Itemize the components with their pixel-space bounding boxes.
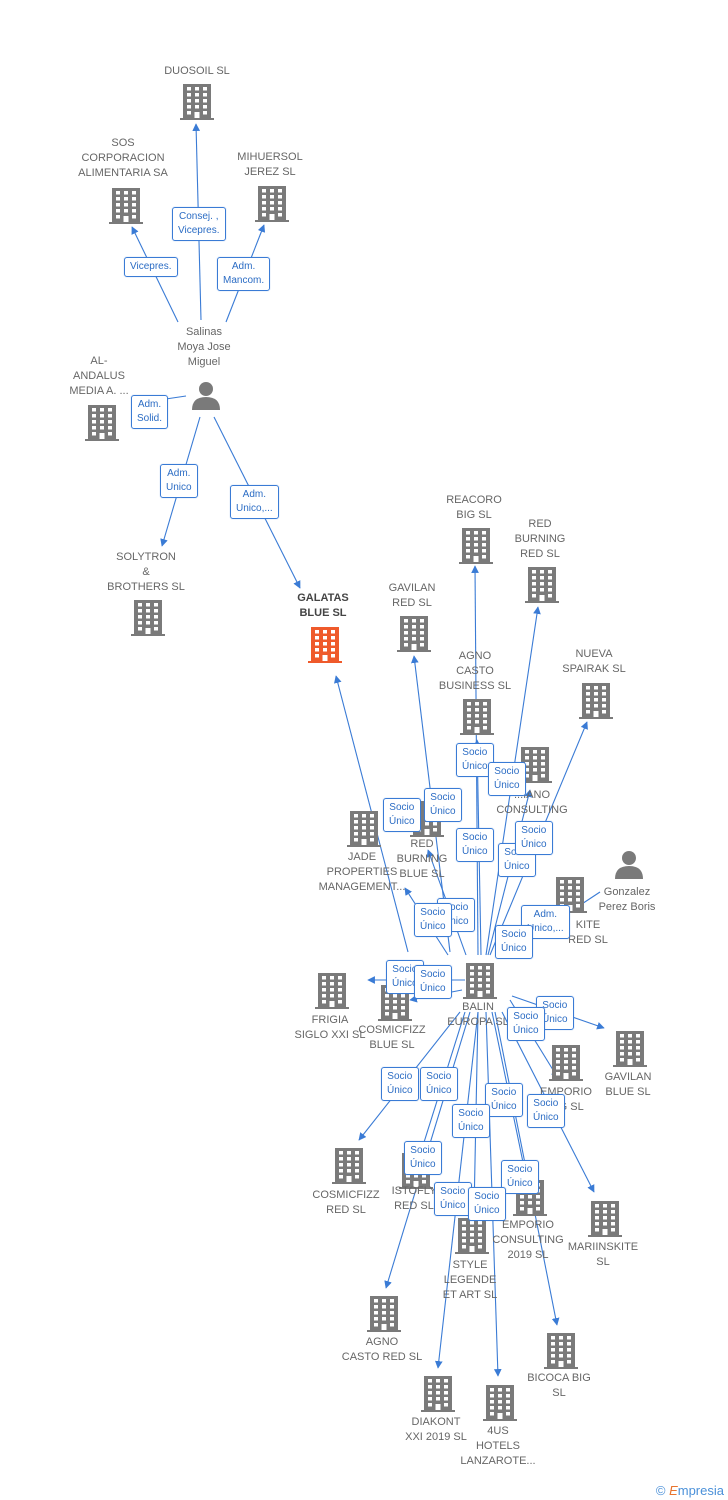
relation-label-salinas-sos[interactable]: Vicepres. bbox=[124, 257, 178, 277]
relation-label-balin-jade[interactable]: Socio Único bbox=[414, 903, 452, 937]
node-label-jade[interactable]: JADE PROPERTIES MANAGEMENT... bbox=[318, 851, 406, 893]
node-label-alandalus[interactable]: AL- ANDALUS MEDIA A. ... bbox=[69, 355, 129, 397]
node-label-gavilanblue[interactable]: GAVILAN BLUE SL bbox=[604, 1071, 652, 1098]
node-label-solytron[interactable]: SOLYTRON & BROTHERS SL bbox=[107, 551, 185, 593]
relation-label-balin-galatas[interactable]: Socio Único bbox=[383, 798, 421, 832]
building-icon-jade[interactable] bbox=[347, 811, 381, 847]
building-icon-cosmicfizzred[interactable] bbox=[332, 1148, 366, 1184]
relation-label-balin-emporiobig[interactable]: Socio Único bbox=[507, 1007, 545, 1041]
relation-label-salinas-solytron[interactable]: Adm. Unico bbox=[160, 464, 198, 498]
node-label-istoflyred[interactable]: ISTOFLY RED SL bbox=[391, 1185, 437, 1212]
node-label-cosmicfizzblue[interactable]: COSMICFIZZ BLUE SL bbox=[358, 1024, 426, 1051]
relation-label-balin-agnocasto[interactable]: Socio Único bbox=[488, 762, 526, 796]
relation-label-salinas-alandalus[interactable]: Adm. Solid. bbox=[131, 395, 169, 429]
building-icon-agnocasto[interactable] bbox=[460, 699, 494, 735]
node-label-galatas[interactable]: GALATAS BLUE SL bbox=[297, 592, 349, 619]
brand-initial: E bbox=[669, 1483, 678, 1498]
building-icon-balin[interactable] bbox=[463, 963, 497, 999]
relation-label-salinas-mihuersol[interactable]: Adm. Mancom. bbox=[217, 257, 271, 291]
relation-label-balin-kitered[interactable]: Socio Único bbox=[495, 925, 533, 959]
relation-label-balin-nuevaspairak[interactable]: Socio Único bbox=[515, 821, 553, 855]
relation-label-balin-diakont[interactable]: Socio Único bbox=[434, 1182, 472, 1216]
building-icon-redburning[interactable] bbox=[525, 567, 559, 603]
relation-label-balin-mariinskite[interactable]: Socio Único bbox=[527, 1094, 565, 1128]
node-label-kitered[interactable]: KITE RED SL bbox=[568, 919, 608, 946]
node-label-bicoca[interactable]: BICOCA BIG SL bbox=[527, 1372, 591, 1399]
node-label-redburning[interactable]: RED BURNING RED SL bbox=[514, 518, 566, 560]
relation-label-balin-stiano[interactable]: Socio Único bbox=[456, 828, 494, 862]
building-icon-duosoil[interactable] bbox=[180, 84, 214, 120]
copyright-footer: © Empresia bbox=[656, 1483, 724, 1498]
relation-label-balin-stylelegende[interactable]: Socio Único bbox=[452, 1104, 490, 1138]
relation-label-balin-emporioconsulting[interactable]: Socio Único bbox=[485, 1083, 523, 1117]
node-label-diakont[interactable]: DIAKONT XXI 2019 SL bbox=[405, 1416, 467, 1443]
building-icon-gavilanblue[interactable] bbox=[613, 1031, 647, 1067]
node-label-stylelegende[interactable]: STYLE LEGENDE ET ART SL bbox=[442, 1259, 498, 1301]
node-label-reacoro[interactable]: REACORO BIG SL bbox=[446, 494, 502, 521]
relation-label-salinas-duosoil[interactable]: Consej. , Vicepres. bbox=[172, 207, 226, 241]
node-label-emporioconsulting[interactable]: EMPORIO CONSULTING 2019 SL bbox=[492, 1219, 564, 1261]
icons-layer bbox=[85, 84, 647, 1421]
node-label-balin[interactable]: BALIN EUROPA SL bbox=[447, 1001, 509, 1028]
relation-label-balin-bicoca[interactable]: Socio Único bbox=[501, 1160, 539, 1194]
relation-label-balin-reacoro[interactable]: Socio Único bbox=[456, 743, 494, 777]
node-label-sos[interactable]: SOS CORPORACION ALIMENTARIA SA bbox=[78, 137, 168, 179]
node-label-duosoil[interactable]: DUOSOIL SL bbox=[164, 65, 230, 77]
relation-label-balin-4us[interactable]: Socio Único bbox=[468, 1187, 506, 1221]
building-icon-gavilanred[interactable] bbox=[397, 616, 431, 652]
relation-label-balin-agnocastored[interactable]: Socio Único bbox=[404, 1141, 442, 1175]
building-icon-solytron[interactable] bbox=[131, 600, 165, 636]
building-icon-nuevaspairak[interactable] bbox=[579, 683, 613, 719]
relation-label-balin-cosmicfizzblue[interactable]: Socio Único bbox=[414, 965, 452, 999]
node-label-cosmicfizzred[interactable]: COSMICFIZZ RED SL bbox=[312, 1189, 380, 1216]
building-icon-reacoro[interactable] bbox=[459, 528, 493, 564]
building-icon-frigia[interactable] bbox=[315, 973, 349, 1009]
building-icon-sos[interactable] bbox=[109, 188, 143, 224]
node-label-agnocastored[interactable]: AGNO CASTO RED SL bbox=[341, 1336, 423, 1363]
node-label-mariinskite[interactable]: MARIINSKITE SL bbox=[567, 1241, 639, 1268]
node-label-frigia[interactable]: FRIGIA SIGLO XXI SL bbox=[294, 1014, 366, 1041]
building-icon-stiano[interactable] bbox=[518, 747, 552, 783]
brand-name: mpresia bbox=[677, 1483, 724, 1498]
node-label-salinas[interactable]: Salinas Moya Jose Miguel bbox=[177, 326, 231, 368]
node-label-gavilanred[interactable]: GAVILAN RED SL bbox=[388, 582, 436, 609]
node-label-nuevaspairak[interactable]: NUEVA SPAIRAK SL bbox=[562, 648, 626, 675]
building-icon-agnocastored[interactable] bbox=[367, 1296, 401, 1332]
relation-label-salinas-galatas[interactable]: Adm. Unico,... bbox=[230, 485, 279, 519]
node-label-mihuersol[interactable]: MIHUERSOL JEREZ SL bbox=[237, 151, 303, 178]
relation-label-balin-gavilanred[interactable]: Socio Único bbox=[424, 788, 462, 822]
node-label-redburningblue[interactable]: RED BURNING BLUE SL bbox=[396, 838, 448, 880]
building-icon-alandalus[interactable] bbox=[85, 405, 119, 441]
building-icon-emporiobig[interactable] bbox=[549, 1045, 583, 1081]
person-icon-salinas[interactable] bbox=[192, 382, 220, 410]
relation-label-balin-istoflyred[interactable]: Socio Único bbox=[420, 1067, 458, 1101]
building-icon-stylelegende[interactable] bbox=[455, 1218, 489, 1254]
building-icon-galatas[interactable] bbox=[308, 627, 342, 663]
relation-label-balin-cosmicfizzred[interactable]: Socio Único bbox=[381, 1067, 419, 1101]
node-label-gonzalez[interactable]: Gonzalez Perez Boris bbox=[598, 886, 656, 913]
building-icon-bicoca[interactable] bbox=[544, 1333, 578, 1369]
copyright-symbol: © bbox=[655, 1483, 666, 1498]
building-icon-mihuersol[interactable] bbox=[255, 186, 289, 222]
building-icon-4us[interactable] bbox=[483, 1385, 517, 1421]
building-icon-mariinskite[interactable] bbox=[588, 1201, 622, 1237]
node-label-agnocasto[interactable]: AGNO CASTO BUSINESS SL bbox=[438, 650, 512, 692]
node-label-4us[interactable]: 4US HOTELS LANZAROTE... bbox=[460, 1425, 536, 1467]
building-icon-diakont[interactable] bbox=[421, 1376, 455, 1412]
person-icon-gonzalez[interactable] bbox=[615, 851, 643, 879]
